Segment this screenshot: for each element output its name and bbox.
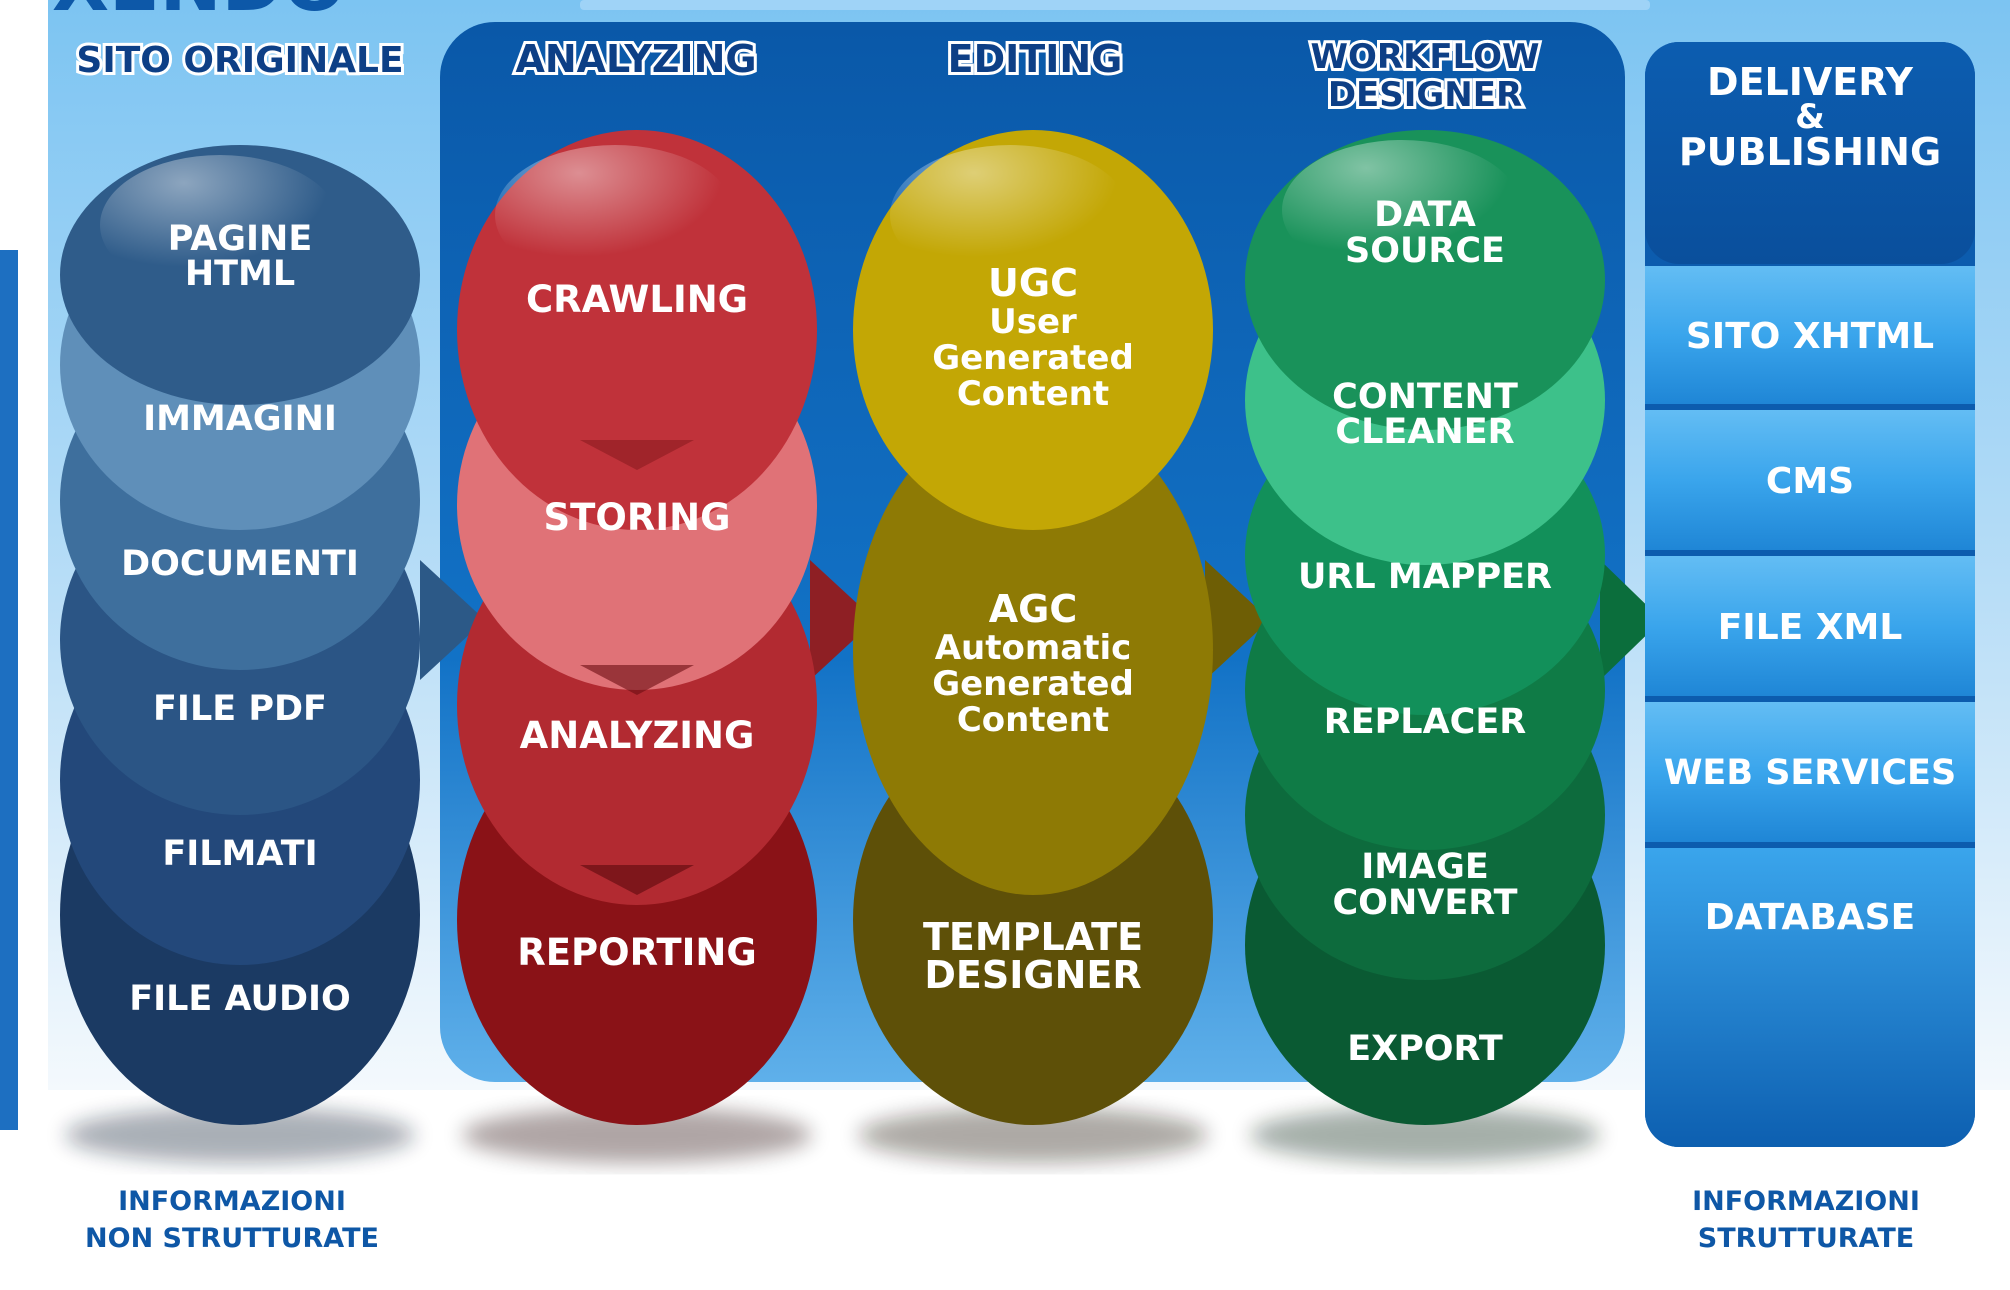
header-workflow-line2: DESIGNER <box>1328 75 1522 115</box>
delivery-title-line1: DELIVERY <box>1707 60 1913 104</box>
editing-agc-line2: Generated <box>932 664 1134 704</box>
delivery-item-database: DATABASE <box>1705 897 1915 938</box>
source-item-1-line1: PAGINE <box>168 219 312 259</box>
captions: INFORMAZIONI NON STRUTTURATE INFORMAZION… <box>85 1186 1920 1254</box>
arrow-analyzing-to-editing <box>810 560 875 680</box>
delivery-cell-4 <box>1645 702 1975 842</box>
delivery-header <box>1645 42 1975 264</box>
source-item-2: IMMAGINI <box>143 399 337 439</box>
column-editing: UGC User Generated Content AGC Automatic… <box>853 130 1213 1163</box>
source-item-1-line2: HTML <box>185 254 295 294</box>
column-headers: SITO ORIGINALE ANALYZING EDITING WORKFLO… <box>73 34 1542 118</box>
left-edge-strip <box>0 250 18 1130</box>
header-editing: EDITING <box>948 37 1123 81</box>
caption-right-line1: INFORMAZIONI <box>1692 1186 1920 1217</box>
analyzing-highlight <box>495 145 735 285</box>
workflow-highlight <box>1282 140 1522 280</box>
arrow-workflow-to-delivery <box>1600 560 1662 680</box>
source-highlight <box>100 155 340 295</box>
arrow-editing-to-workflow <box>1205 560 1270 680</box>
caption-left-line1: INFORMAZIONI <box>118 1186 346 1217</box>
delivery-title-line3: PUBLISHING <box>1679 130 1941 174</box>
column-workflow: DATA SOURCE CONTENT CLEANER URL MAPPER R… <box>1245 130 1605 1163</box>
source-item-5: FILMATI <box>162 834 317 874</box>
column-analyzing: CRAWLING STORING ANALYZING REPORTING <box>457 130 817 1163</box>
header-source: SITO ORIGINALE <box>76 40 403 81</box>
caption-left-line2: NON STRUTTURATE <box>85 1223 379 1254</box>
delivery-item-cms: CMS <box>1766 461 1854 502</box>
workflow-item-3: URL MAPPER <box>1298 557 1552 597</box>
editing-highlight <box>890 145 1130 285</box>
header-analyzing: ANALYZING <box>515 37 756 81</box>
delivery-cell-5 <box>1645 848 1975 1147</box>
delivery-panel: DELIVERY & PUBLISHING SITO XHTML CMS FIL… <box>1645 42 1975 1147</box>
analyzing-item-storing: STORING <box>544 496 731 539</box>
source-item-3: DOCUMENTI <box>121 544 359 584</box>
header-workflow-line1: WORKFLOW <box>1310 37 1539 77</box>
editing-template-line2: DESIGNER <box>924 953 1141 997</box>
delivery-cell-2 <box>1645 410 1975 550</box>
editing-ugc-title: UGC <box>988 261 1078 305</box>
delivery-cell-3 <box>1645 556 1975 696</box>
analyzing-chevron-3 <box>580 865 694 895</box>
workflow-item-5-line1: IMAGE <box>1361 847 1489 887</box>
editing-ugc-line2: Generated <box>932 338 1134 378</box>
delivery-title-line2: & <box>1795 97 1825 137</box>
connector-arrows <box>420 560 1662 680</box>
editing-ugc-line1: User <box>989 302 1077 342</box>
delivery-cell-1 <box>1645 266 1975 404</box>
logo-text: XENDO <box>52 0 346 28</box>
editing-agc-line3: Content <box>957 700 1109 740</box>
source-shadow <box>65 1107 415 1163</box>
editing-template-line1: TEMPLATE <box>923 915 1143 959</box>
editing-shadow <box>858 1107 1208 1163</box>
editing-ugc-line3: Content <box>957 374 1109 414</box>
analyzing-shadow <box>462 1107 812 1163</box>
editing-agc-line1: Automatic <box>935 628 1132 668</box>
workflow-shadow <box>1250 1107 1600 1163</box>
editing-segment-2 <box>853 405 1213 895</box>
workflow-item-6: EXPORT <box>1347 1029 1503 1069</box>
workflow-item-4: REPLACER <box>1324 702 1526 742</box>
workflow-item-1-line2: SOURCE <box>1345 231 1505 271</box>
workflow-item-5-line2: CONVERT <box>1333 883 1518 923</box>
arrow-source-to-analyzing <box>420 560 485 680</box>
delivery-item-web-services: WEB SERVICES <box>1664 753 1956 793</box>
analyzing-item-reporting: REPORTING <box>517 931 757 974</box>
workflow-item-2-line1: CONTENT <box>1332 377 1518 417</box>
source-item-6: FILE AUDIO <box>129 979 351 1019</box>
workflow-item-2-line2: CLEANER <box>1335 412 1514 452</box>
editing-agc-title: AGC <box>989 587 1078 631</box>
caption-right-line2: STRUTTURATE <box>1698 1223 1914 1254</box>
analyzing-item-analyzing: ANALYZING <box>520 714 755 757</box>
delivery-item-file-xml: FILE XML <box>1718 607 1903 648</box>
column-source: PAGINE HTML IMMAGINI DOCUMENTI FILE PDF … <box>60 145 420 1163</box>
logo-fragment: XENDO <box>52 0 1650 28</box>
analyzing-chevron-2 <box>580 665 694 695</box>
source-item-4: FILE PDF <box>153 689 327 729</box>
analyzing-chevron-1 <box>580 440 694 470</box>
workflow-item-1-line1: DATA <box>1374 195 1476 235</box>
delivery-item-sito-xhtml: SITO XHTML <box>1686 316 1934 357</box>
analyzing-item-crawling: CRAWLING <box>526 278 748 321</box>
